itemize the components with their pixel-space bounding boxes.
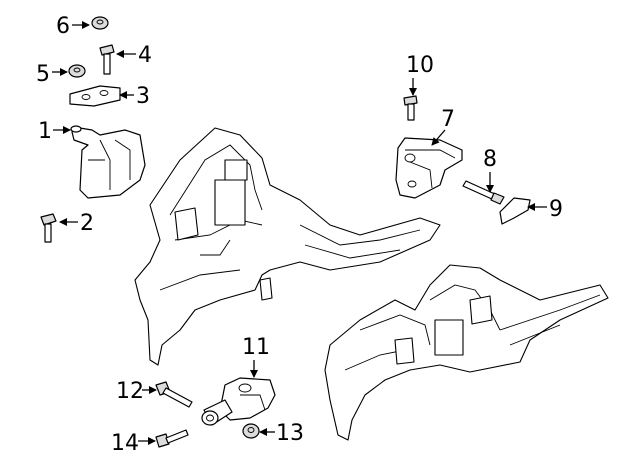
callout-7: 7 — [431, 107, 455, 146]
stud-8-part — [462, 180, 505, 205]
callout-number-10: 10 — [406, 53, 434, 78]
bolt-12-part — [155, 381, 193, 408]
callout-number-1: 1 — [38, 119, 52, 144]
callout-number-2: 2 — [80, 211, 94, 236]
callout-10: 10 — [406, 53, 434, 96]
callout-number-5: 5 — [36, 62, 50, 87]
callout-2: 2 — [59, 211, 94, 236]
callout-number-11: 11 — [242, 335, 270, 360]
callout-number-14: 14 — [111, 431, 139, 456]
callout-12: 12 — [116, 379, 157, 404]
bracket-3-part — [69, 85, 121, 107]
nut-13-part — [242, 423, 260, 439]
bolt-10-part — [403, 95, 418, 121]
clip-9-part — [499, 197, 531, 225]
callout-5: 5 — [36, 62, 68, 87]
bolt-4-part — [99, 44, 115, 75]
callout-number-6: 6 — [56, 14, 70, 39]
callout-3: 3 — [119, 84, 150, 109]
callout-4: 4 — [116, 43, 152, 68]
callout-6: 6 — [56, 14, 90, 39]
callout-number-13: 13 — [276, 421, 304, 446]
engine-mount-bracket-part — [70, 125, 146, 199]
torque-rod-mount-part — [201, 377, 276, 426]
callout-number-3: 3 — [136, 84, 150, 109]
bolt-2-part — [40, 213, 57, 243]
nut-5-part — [68, 64, 86, 78]
callout-8: 8 — [483, 147, 497, 193]
nut-6-part — [91, 16, 109, 30]
bolt-14-part — [155, 429, 189, 448]
callout-11: 11 — [242, 335, 270, 378]
callout-14: 14 — [111, 431, 156, 456]
subframe — [134, 127, 609, 441]
callout-13: 13 — [259, 421, 304, 446]
callout-number-8: 8 — [483, 147, 497, 172]
callout-number-9: 9 — [549, 197, 563, 222]
transmission-mount-part — [395, 137, 463, 199]
callout-1: 1 — [38, 119, 71, 144]
callout-number-4: 4 — [138, 43, 152, 68]
callout-number-7: 7 — [441, 107, 455, 132]
callout-9: 9 — [527, 197, 563, 222]
callout-number-12: 12 — [116, 379, 144, 404]
